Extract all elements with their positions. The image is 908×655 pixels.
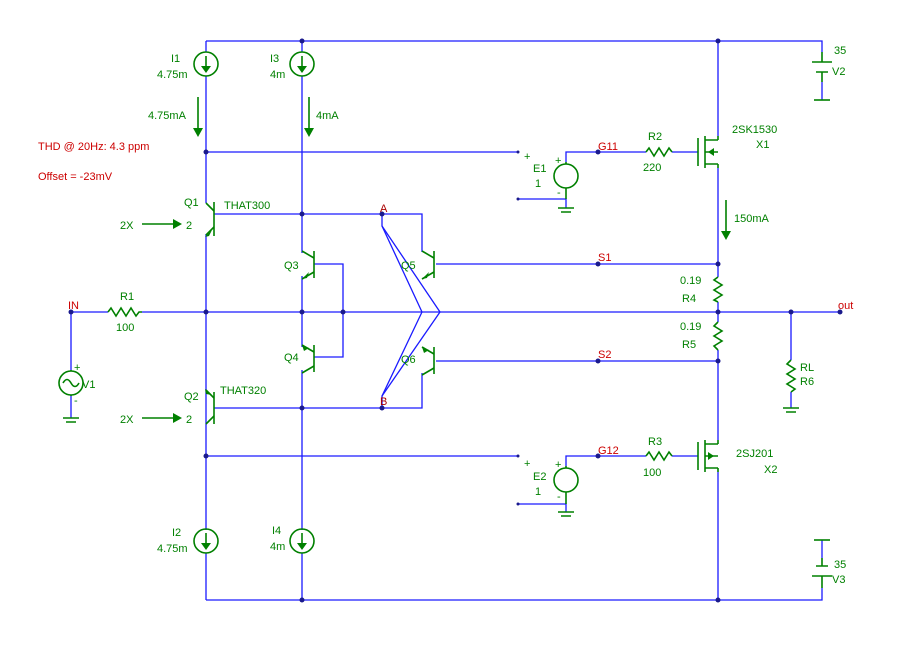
current-out-label: 150mA [734,213,770,225]
label-x2: X2 [764,464,777,476]
label-r4: R4 [682,293,696,305]
mult-q1: 2 [186,220,192,232]
label-e1: E1 [533,163,546,175]
label-r3: R3 [648,436,662,448]
part-q1: THAT300 [224,200,270,212]
value-r4: 0.19 [680,275,701,287]
drive-q1: 2X [120,220,134,232]
current-i1-label: 4.75mA [148,110,187,122]
node-s1: S1 [598,252,611,264]
label-v3: V3 [832,574,845,586]
v1-minus: - [74,395,78,407]
label-q3: Q3 [284,260,299,272]
current-source-i2 [193,528,219,554]
value-r6: RL [800,362,814,374]
vcvs-e1: + - [553,155,579,199]
label-q1: Q1 [184,197,199,209]
current-i3-label: 4mA [316,110,339,122]
node-b: B [380,396,387,408]
note-thd: THD @ 20Hz: 4.3 ppm [38,141,149,153]
vcvs-e2: + - [553,459,579,504]
part-x2: 2SJ201 [736,448,773,460]
node-s2: S2 [598,349,611,361]
label-i3: I3 [270,53,279,65]
label-r2: R2 [648,131,662,143]
v1-plus: + [74,362,80,374]
transistor-q6 [421,346,435,376]
gain-e2: 1 [535,486,541,498]
value-r1: 100 [116,322,134,334]
label-i2: I2 [172,527,181,539]
note-offset: Offset = -23mV [38,171,113,183]
value-v2: 35 [834,45,846,57]
node-a: A [380,203,388,215]
battery-v2 [812,52,832,82]
value-i1: 4.75m [157,69,188,81]
resistor-r5 [712,321,724,351]
value-i4: 4m [270,541,285,553]
node-g12: G12 [598,445,619,457]
label-e2: E2 [533,471,546,483]
signal-source-v1 [58,370,84,396]
current-arrow-i3 [304,97,314,137]
label-q6: Q6 [401,354,416,366]
gain-e1: 1 [535,178,541,190]
drive-q2: 2X [120,414,134,426]
label-i1: I1 [171,53,180,65]
value-r5: 0.19 [680,321,701,333]
resistor-r1 [107,306,142,318]
current-source-i1 [193,51,219,77]
junctions [68,38,843,603]
part-q2: THAT320 [220,385,266,397]
transistor-q4 [301,344,315,374]
mosfet-x2 [697,440,719,472]
e1-in-plus: + [524,151,530,163]
transistor-q3 [301,250,315,280]
mosfet-x1 [697,136,719,168]
e1-minus: - [557,187,561,199]
resistor-r2 [645,146,673,158]
transistor-q5 [421,250,435,280]
e1-plus: + [555,155,561,167]
node-out: out [838,300,853,312]
label-q4: Q4 [284,352,299,364]
value-i3: 4m [270,69,285,81]
label-r6: R6 [800,376,814,388]
resistor-r6 [785,359,797,393]
value-v3: 35 [834,559,846,571]
node-in: IN [68,300,79,312]
e2-minus: - [557,491,561,503]
label-v1: V1 [82,379,95,391]
current-source-i4 [289,528,315,554]
value-r2: 220 [643,162,661,174]
resistor-r3 [645,450,673,462]
mult-q2: 2 [186,414,192,426]
ground-symbols [63,99,830,541]
part-x1: 2SK1530 [732,124,777,136]
drive-arrow-q1 [142,219,182,229]
label-v2: V2 [832,66,845,78]
transistor-q2 [205,389,215,425]
drive-arrow-q2 [142,413,182,423]
wires [70,40,840,601]
current-arrow-i1 [193,97,203,137]
e2-in-plus: + [524,458,530,470]
value-i2: 4.75m [157,543,188,555]
label-r5: R5 [682,339,696,351]
label-r1: R1 [120,291,134,303]
current-arrow-out [721,200,731,240]
node-g11: G11 [598,141,618,153]
label-q5: Q5 [401,260,416,272]
current-source-i3 [289,51,315,77]
label-i4: I4 [272,525,281,537]
battery-v3 [812,558,832,588]
label-q2: Q2 [184,391,199,403]
resistor-r4 [712,276,724,303]
value-r3: 100 [643,467,661,479]
e2-plus: + [555,459,561,471]
label-x1: X1 [756,139,769,151]
transistor-q1 [205,202,215,237]
